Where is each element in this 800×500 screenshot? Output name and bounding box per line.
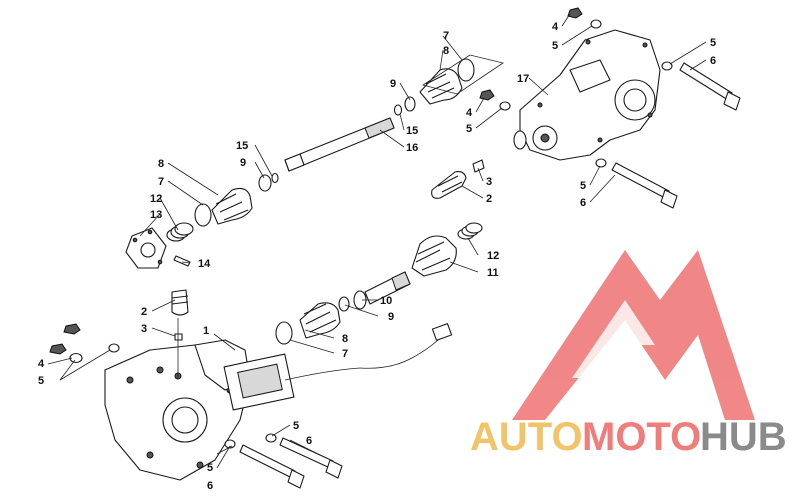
callout-17: 17 [517, 73, 529, 85]
callout-4: 4 [552, 21, 559, 33]
leader-lines [47, 13, 707, 469]
callout-16: 16 [406, 142, 418, 154]
callout-2: 2 [486, 193, 492, 205]
watermark-text-auto: AUTO [470, 415, 583, 459]
upper-boot-assembly [419, 54, 504, 105]
rear-gear-housing [104, 339, 295, 481]
callout-8: 8 [342, 333, 348, 345]
callout-3: 3 [141, 323, 147, 335]
upper-right-boot [431, 159, 485, 199]
callout-6: 6 [580, 197, 586, 209]
callout-11: 11 [487, 267, 499, 279]
callout-7: 7 [342, 348, 348, 360]
callout-7: 7 [443, 30, 449, 42]
callout-6: 6 [306, 435, 312, 447]
callout-12: 12 [150, 193, 162, 205]
callout-8: 8 [443, 45, 449, 57]
callout-13: 13 [150, 209, 162, 221]
callout-labels: 1 2 2 3 3 4 4 4 5 5 5 5 5 5 5 6 6 6 6 7 … [38, 21, 716, 492]
front-gear-housing [513, 29, 661, 161]
callout-5: 5 [552, 40, 558, 52]
callout-3: 3 [486, 176, 492, 188]
lower-left-fasteners [49, 323, 343, 489]
callout-9: 9 [388, 311, 394, 323]
left-boot-assembly [125, 187, 253, 269]
upper-small-rings [258, 96, 416, 192]
callout-9: 9 [390, 78, 396, 90]
callout-5: 5 [38, 375, 44, 387]
upper-right-fasteners [479, 7, 741, 209]
callout-5: 5 [710, 37, 716, 49]
callout-15: 15 [406, 125, 418, 137]
callout-7: 7 [158, 176, 164, 188]
callout-12: 12 [487, 250, 499, 262]
watermark-text-hub: HUB [700, 415, 787, 459]
upper-shaft [284, 117, 395, 172]
callout-14: 14 [198, 258, 211, 270]
callout-4: 4 [38, 358, 45, 370]
callout-10: 10 [380, 295, 392, 307]
callout-6: 6 [710, 55, 716, 67]
watermark-brand: AUTO MOTO HUB [470, 415, 787, 459]
callout-8: 8 [158, 158, 164, 170]
callout-1: 1 [203, 325, 209, 337]
right-bellows-assembly [411, 222, 483, 277]
wiring-harness [284, 323, 453, 381]
callout-6: 6 [207, 480, 213, 492]
callout-2: 2 [141, 306, 147, 318]
lower-shaft [338, 271, 411, 312]
callout-9: 9 [240, 157, 246, 169]
callout-4: 4 [466, 107, 473, 119]
callout-5: 5 [293, 420, 299, 432]
lower-left-boot [171, 289, 189, 378]
callout-5: 5 [207, 462, 213, 474]
callout-5: 5 [466, 123, 472, 135]
lower-boot-assembly [275, 302, 341, 345]
callout-5: 5 [580, 180, 586, 192]
callout-15: 15 [236, 140, 248, 152]
watermark-text-moto: MOTO [582, 415, 701, 459]
watermark-logo [512, 250, 755, 420]
